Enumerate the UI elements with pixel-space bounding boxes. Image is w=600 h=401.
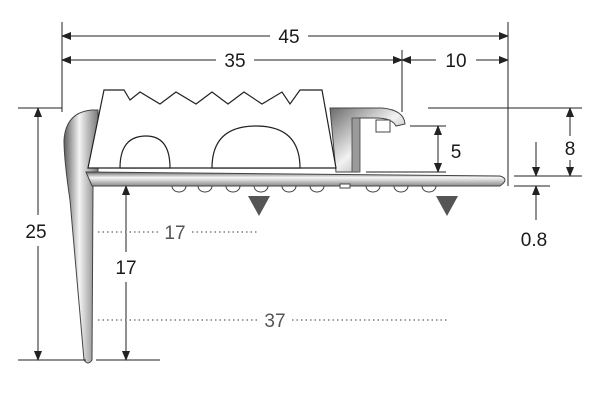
- profile-channel-lip: [375, 119, 391, 133]
- dimension-label-37: 37: [264, 311, 285, 332]
- profile-base-plate: [85, 171, 506, 187]
- fixing-marker-left: [248, 196, 270, 216]
- aluminium-profile: [63, 107, 506, 364]
- dimension-label-10: 10: [445, 51, 466, 72]
- extension-lines: [18, 22, 582, 361]
- anti-slip-insert: [87, 89, 337, 169]
- dimension-label-5: 5: [451, 142, 462, 163]
- dimension-nose-leg-height: 17: [98, 223, 258, 244]
- dimension-channel-depth: 5: [434, 125, 462, 173]
- dimension-tread-width: 35: [61, 51, 403, 72]
- dimension-label-0-8: 0.8: [521, 230, 547, 251]
- profile-channel-wall: [351, 117, 361, 173]
- dimension-nose-width: 10: [401, 51, 509, 72]
- insert-cavity-large: [211, 125, 301, 169]
- insert-cavity-small: [119, 135, 171, 169]
- profile-insert-holder: [329, 107, 406, 173]
- dimension-label-17-dotted: 17: [164, 223, 185, 244]
- dimension-hole-depth: 17: [115, 185, 137, 361]
- dimension-label-8: 8: [565, 139, 576, 160]
- dimension-label-25: 25: [25, 222, 46, 243]
- base-ribs: [171, 183, 437, 193]
- fixing-marker-right: [436, 196, 458, 216]
- dimension-label-45: 45: [278, 27, 299, 48]
- dimension-tread-height: 8: [565, 107, 576, 177]
- dimension-total-height: 25: [25, 107, 47, 361]
- dimension-overall-width: 45: [61, 27, 509, 48]
- dimension-hole-spacing: 37: [98, 311, 448, 332]
- dimension-thickness: 0.8: [521, 142, 547, 251]
- dimension-label-35: 35: [224, 51, 245, 72]
- dimension-label-17-vertical: 17: [115, 258, 136, 279]
